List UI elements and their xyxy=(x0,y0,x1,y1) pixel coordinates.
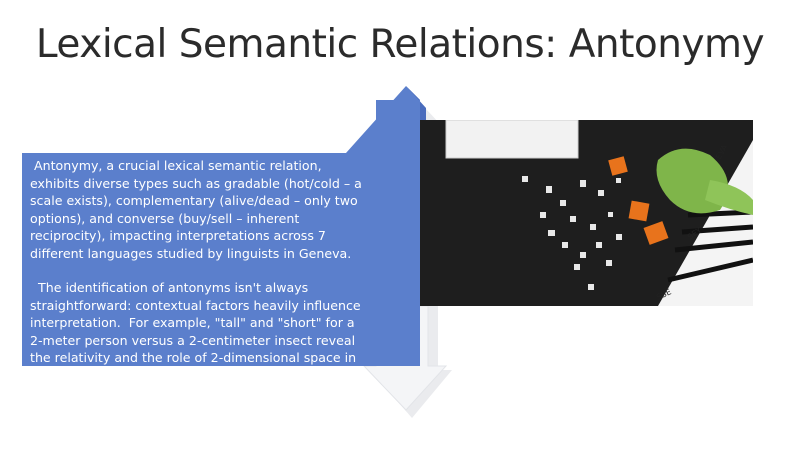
paragraph-2: The identification of antonyms isn't alw… xyxy=(30,280,365,365)
text-panel xyxy=(22,153,378,366)
paragraph-1: Antonymy, a crucial lexical semantic rel… xyxy=(30,158,366,261)
body-text: Antonymy, a crucial lexical semantic rel… xyxy=(22,153,374,365)
letter-tiles-photo: EVA SEY SSE xyxy=(420,120,753,306)
slide-title: Lexical Semantic Relations: Antonymy xyxy=(35,22,765,67)
letter-tiles-photo-icon: EVA SEY SSE xyxy=(420,120,753,306)
